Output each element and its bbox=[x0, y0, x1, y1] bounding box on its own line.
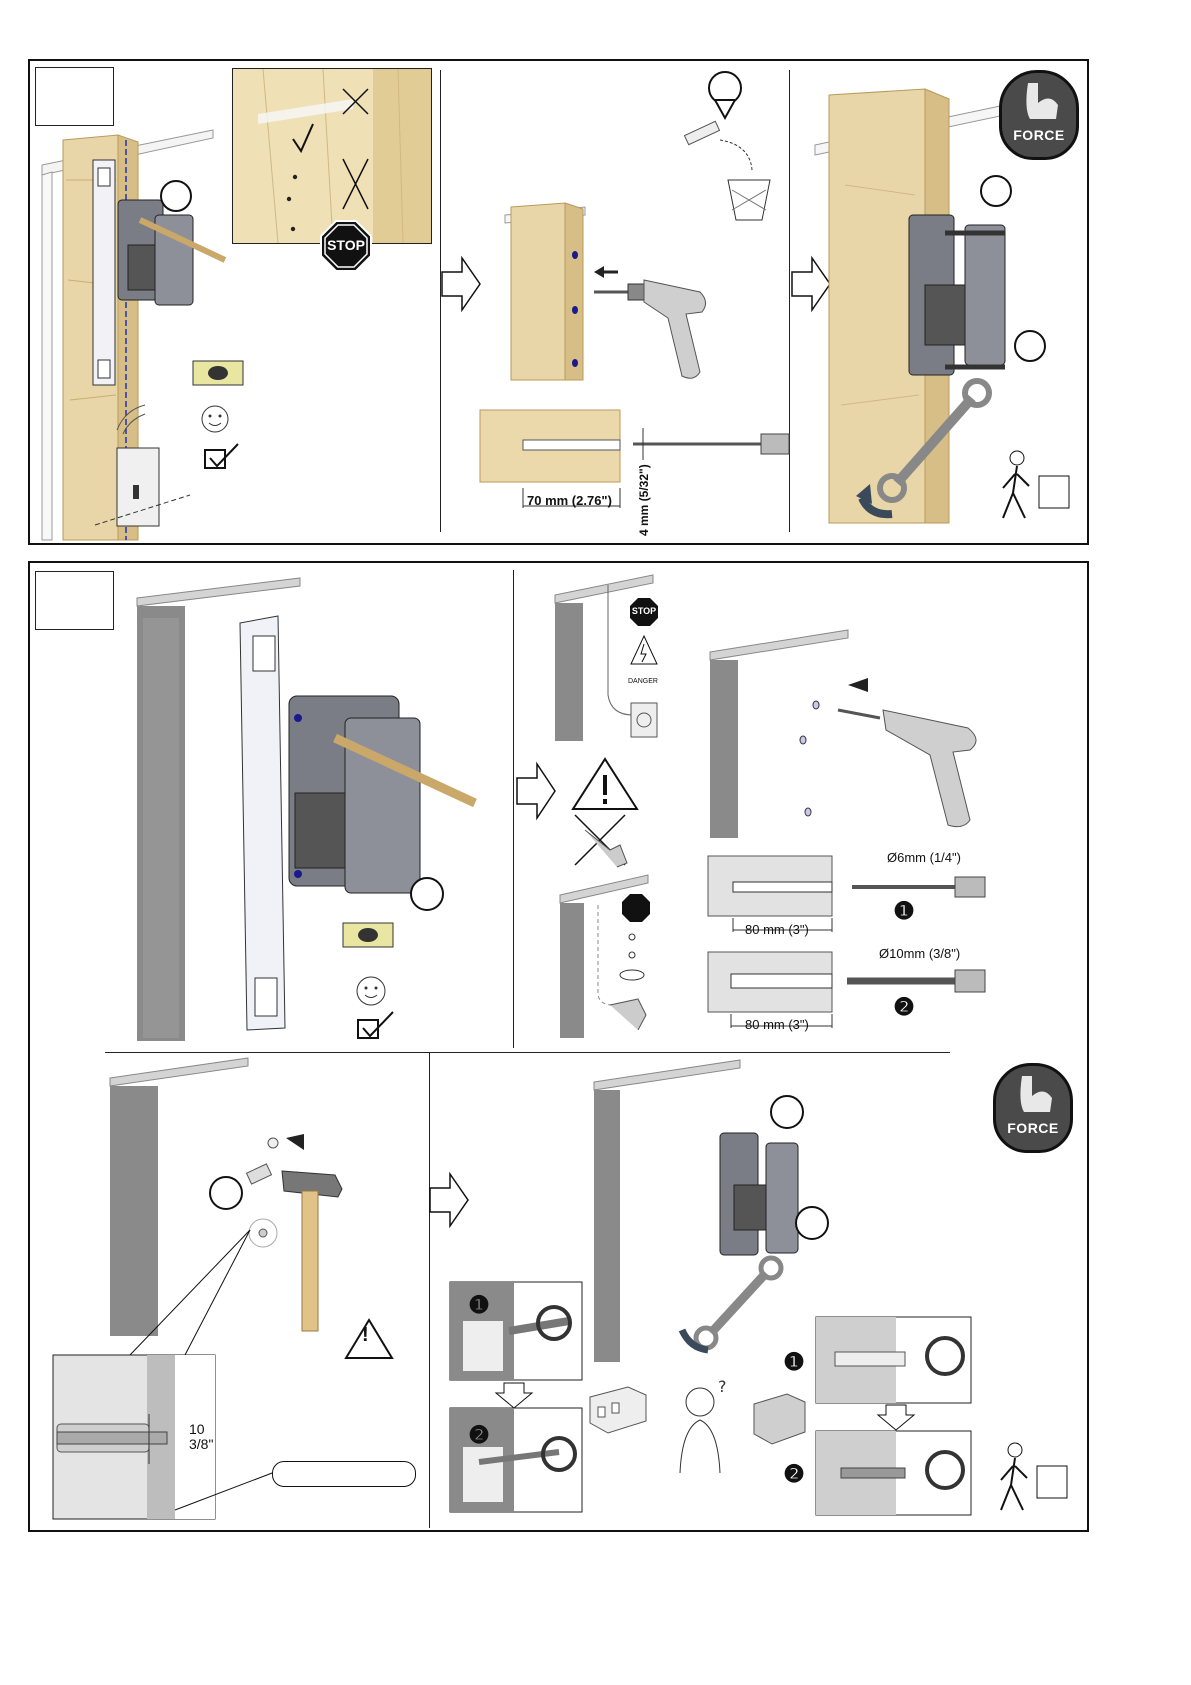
fix-step-1-panel bbox=[815, 1316, 972, 1404]
walking-person-icon-2 bbox=[993, 1440, 1073, 1525]
force-badge-text: FORCE bbox=[1002, 127, 1076, 143]
drill1-depth-label: 80 mm (3") bbox=[745, 922, 809, 937]
concrete-wall-drilling bbox=[708, 630, 1008, 840]
wall-hazard-water bbox=[558, 875, 668, 1040]
drill-depth-detail bbox=[478, 408, 790, 533]
wood-post-drilling bbox=[505, 195, 595, 385]
callout-bubble-lower bbox=[1014, 330, 1046, 362]
confused-person-icon: ? bbox=[660, 1378, 740, 1473]
bottom-horizontal-divider bbox=[105, 1052, 950, 1053]
callout-bubble-anchor bbox=[209, 1176, 243, 1210]
walking-person-icon bbox=[995, 448, 1075, 533]
drill2-step-number: ❷ bbox=[893, 997, 915, 1019]
next-step-arrow-3 bbox=[517, 762, 557, 820]
blank-label-field bbox=[272, 1461, 416, 1487]
wrench-icon-2 bbox=[676, 1258, 796, 1363]
hollow-brick-icon bbox=[588, 1385, 648, 1435]
danger-high-voltage-icon bbox=[629, 634, 659, 674]
drill1-diameter-label: Ø6mm (1/4") bbox=[887, 850, 961, 865]
inset-wood-drawing bbox=[233, 69, 431, 243]
callout-bubble-conc-upper bbox=[770, 1095, 804, 1129]
callout-bubble bbox=[160, 180, 192, 212]
screw-step2-number: ❷ bbox=[468, 1425, 490, 1447]
fix-step2-number: ❷ bbox=[783, 1464, 805, 1486]
smiley-icon bbox=[200, 404, 230, 434]
solid-brick-icon bbox=[752, 1392, 807, 1447]
stop-sign-text-2: STOP bbox=[630, 606, 658, 616]
stop-sign-small-2 bbox=[621, 893, 651, 923]
force-badge-top: FORCE bbox=[999, 70, 1079, 160]
drill-diameter-label: 4 mm (5/32") bbox=[637, 426, 651, 536]
warning-no-drill-icon bbox=[565, 755, 640, 870]
drill-depth-label: 70 mm (2.76") bbox=[527, 493, 612, 508]
drill1-step-number: ❶ bbox=[893, 901, 915, 923]
bubble-level-icon bbox=[192, 360, 244, 386]
svg-text:?: ? bbox=[718, 1377, 727, 1396]
next-step-arrow-1 bbox=[442, 256, 482, 312]
concrete-wall-scene-1 bbox=[135, 578, 515, 1043]
callout-bubble-bracket bbox=[410, 877, 444, 911]
drill2-depth-label: 80 mm (3") bbox=[745, 1017, 809, 1032]
force-badge-text-2: FORCE bbox=[996, 1120, 1070, 1136]
checkbox-checked-icon-2 bbox=[357, 1010, 395, 1040]
callout-bubble-conc-lower bbox=[795, 1206, 829, 1240]
drill-icon bbox=[590, 262, 720, 384]
screw-step1-number: ❶ bbox=[468, 1295, 490, 1317]
step-number-box-top bbox=[35, 67, 114, 126]
force-badge-bottom: FORCE bbox=[993, 1063, 1073, 1153]
bubble-level-icon-2 bbox=[342, 922, 394, 948]
inset-wood-check bbox=[232, 68, 432, 244]
flexed-arm-icon-2 bbox=[1014, 1072, 1058, 1118]
wrench-icon bbox=[852, 378, 1002, 518]
next-step-arrow-4 bbox=[430, 1172, 470, 1228]
drill2-diameter-label: Ø10mm (3/8") bbox=[879, 946, 960, 961]
wall-plug-icon bbox=[680, 70, 780, 222]
down-arrow-1 bbox=[494, 1383, 534, 1409]
danger-label: DANGER bbox=[628, 678, 658, 685]
fix-step-2-panel bbox=[815, 1430, 972, 1516]
step-number-box-bottom bbox=[35, 571, 114, 630]
checkbox-checked-icon bbox=[204, 442, 240, 470]
callout-bubble-upper bbox=[980, 175, 1012, 207]
mounted-bracket-concrete bbox=[716, 1125, 816, 1260]
flexed-arm-icon bbox=[1020, 79, 1064, 125]
stud-finder-icon bbox=[95, 400, 195, 535]
smiley-icon-2 bbox=[355, 975, 387, 1007]
down-arrow-2 bbox=[876, 1405, 916, 1431]
panel-divider-1 bbox=[440, 70, 441, 532]
stop-sign-text: STOP bbox=[326, 237, 366, 253]
fix-step1-number: ❶ bbox=[783, 1352, 805, 1374]
